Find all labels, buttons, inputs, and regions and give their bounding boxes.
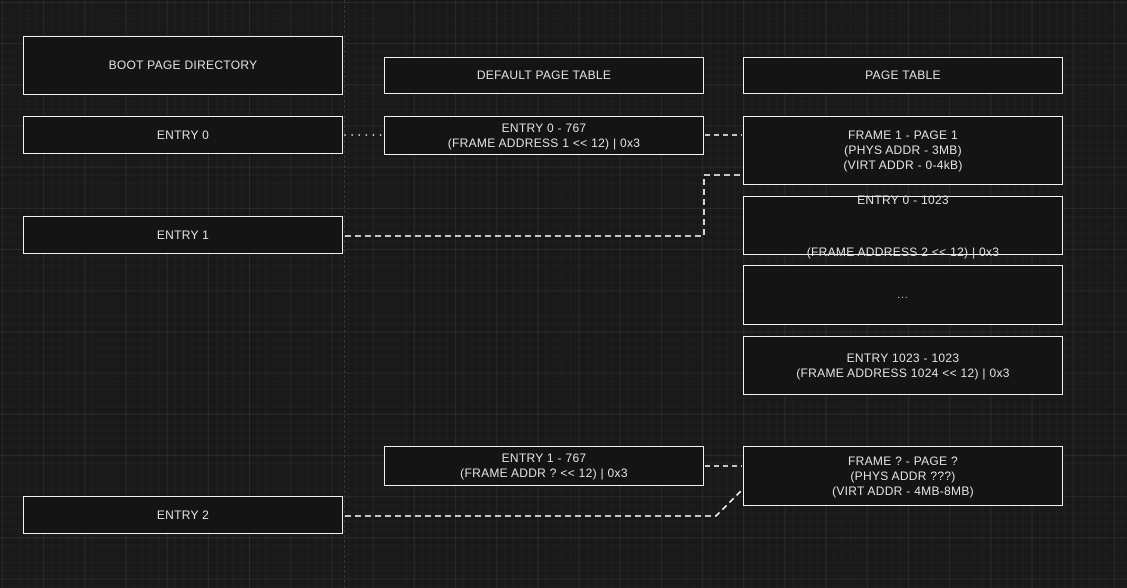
- boot-pd-entry-1[interactable]: ENTRY 1: [23, 216, 343, 254]
- vertical-guide-line: [344, 0, 345, 588]
- boot-pd-entry-0[interactable]: ENTRY 0: [23, 116, 343, 154]
- connector-entry2-to-frameq: [345, 489, 743, 517]
- page-table-frame-1-label: FRAME 1 - PAGE 1 (PHYS ADDR - 3MB) (VIRT…: [843, 128, 963, 172]
- page-table-header: PAGE TABLE: [743, 57, 1063, 94]
- page-table-frame-unknown[interactable]: FRAME ? - PAGE ? (PHYS ADDR ???) (VIRT A…: [743, 446, 1063, 506]
- boot-pd-entry-2-label: ENTRY 2: [156, 507, 210, 522]
- default-pt-entry-0[interactable]: ENTRY 0 - 767 (FRAME ADDRESS 1 << 12) | …: [384, 116, 704, 155]
- page-table-entry-0-label: ENTRY 0 - 1023 (FRAME ADDRESS 2 << 12) |…: [806, 192, 1000, 259]
- page-table-header-label: PAGE TABLE: [865, 68, 941, 82]
- boot-pd-entry-1-label: ENTRY 1: [156, 227, 210, 242]
- default-pt-entry-0-label: ENTRY 0 - 767 (FRAME ADDRESS 1 << 12) | …: [447, 120, 641, 150]
- default-pt-entry-1-label: ENTRY 1 - 767 (FRAME ADDR ? << 12) | 0x3: [460, 451, 628, 480]
- page-table-entry-1023-label: ENTRY 1023 - 1023 (FRAME ADDRESS 1024 <<…: [796, 350, 1010, 380]
- page-table-entry-1023[interactable]: ENTRY 1023 - 1023 (FRAME ADDRESS 1024 <<…: [743, 336, 1063, 395]
- page-table-ellipsis-label: ...: [897, 289, 909, 301]
- boot-pd-entry-2[interactable]: ENTRY 2: [23, 496, 343, 534]
- connector-entry1-to-frame1: [345, 174, 742, 237]
- boot-page-directory-header-label: BOOT PAGE DIRECTORY: [108, 58, 258, 72]
- default-page-table-header: DEFAULT PAGE TABLE: [384, 57, 704, 94]
- page-table-ellipsis: ...: [743, 265, 1063, 325]
- default-page-table-header-label: DEFAULT PAGE TABLE: [476, 68, 612, 82]
- boot-pd-entry-0-label: ENTRY 0: [156, 127, 210, 142]
- page-table-entry-0[interactable]: ENTRY 0 - 1023 (FRAME ADDRESS 2 << 12) |…: [743, 193, 1063, 259]
- boot-page-directory-header: BOOT PAGE DIRECTORY: [23, 36, 343, 95]
- default-pt-entry-1[interactable]: ENTRY 1 - 767 (FRAME ADDR ? << 12) | 0x3: [384, 446, 704, 486]
- page-table-frame-1[interactable]: FRAME 1 - PAGE 1 (PHYS ADDR - 3MB) (VIRT…: [743, 116, 1063, 185]
- page-table-frame-unknown-label: FRAME ? - PAGE ? (PHYS ADDR ???) (VIRT A…: [832, 453, 974, 498]
